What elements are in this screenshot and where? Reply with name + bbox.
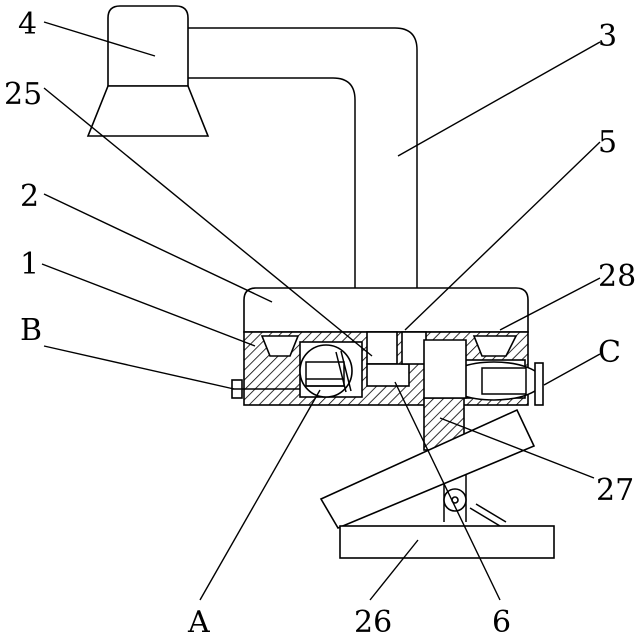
detail-A-mechanism — [300, 345, 352, 397]
label-26: 26 — [354, 605, 392, 636]
label-4: 4 — [18, 7, 37, 42]
label-1: 1 — [20, 247, 39, 282]
support-column — [424, 340, 466, 522]
label-25: 25 — [4, 77, 42, 112]
clamp-base — [340, 526, 554, 558]
label-A: A — [187, 605, 210, 636]
lamp-arm — [188, 28, 417, 288]
clamp-spring — [470, 504, 506, 526]
label-B: B — [20, 313, 42, 348]
label-28: 28 — [598, 259, 636, 294]
label-5: 5 — [598, 125, 617, 160]
label-3: 3 — [598, 19, 617, 54]
label-6: 6 — [492, 605, 511, 636]
lamp-head — [88, 6, 208, 136]
label-2: 2 — [20, 179, 39, 214]
label-C: C — [598, 335, 621, 370]
base-cover — [244, 288, 528, 332]
label-27: 27 — [596, 473, 634, 508]
